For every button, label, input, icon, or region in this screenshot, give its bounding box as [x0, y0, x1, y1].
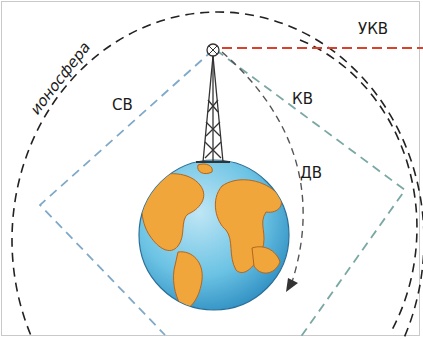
short-wave-label: КВ: [292, 92, 313, 107]
continents: [142, 164, 282, 310]
antenna-tower: [196, 44, 230, 162]
ionosphere-label: ионосфера: [28, 39, 93, 117]
earth-globe: [139, 160, 289, 310]
medium-wave-label: СВ: [112, 98, 133, 113]
medium-wave-ray: [40, 50, 213, 335]
long-wave-arrowhead: [286, 278, 298, 292]
ultra-short-wave-label: УКВ: [358, 22, 388, 37]
long-wave-label: ДВ: [300, 166, 322, 181]
ionosphere-outer: [12, 12, 423, 339]
ultra-short-wave-ray: [222, 47, 423, 49]
